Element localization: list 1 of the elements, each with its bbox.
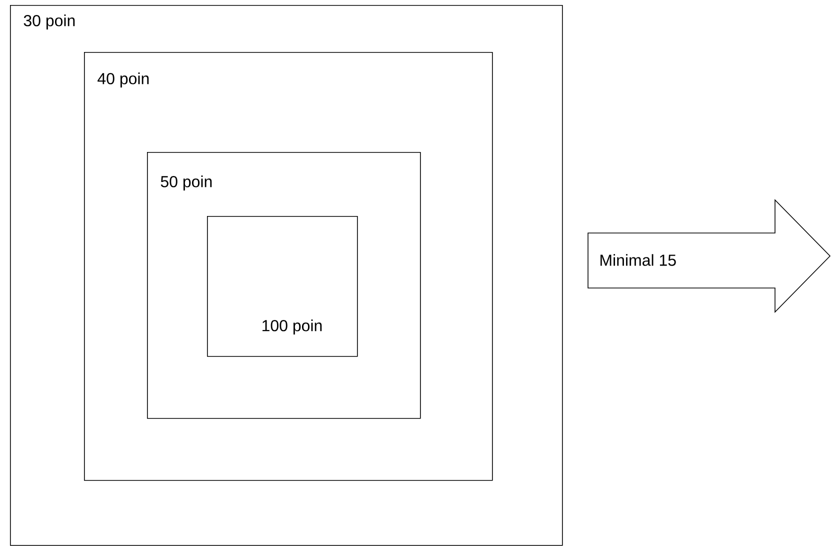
square-box: 100 poin	[207, 216, 358, 357]
